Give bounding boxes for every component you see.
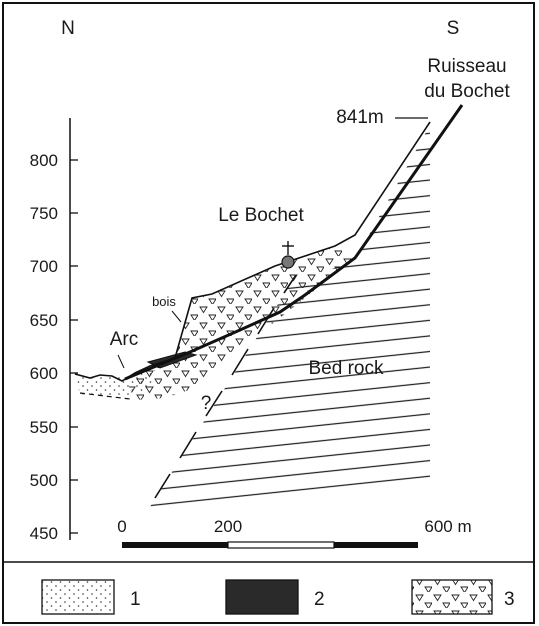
stream-label-line1: Ruisseau bbox=[427, 56, 506, 77]
tick-label-500: 500 bbox=[30, 471, 58, 490]
scale-bar-segment-3 bbox=[334, 542, 418, 548]
woods-label: bois bbox=[152, 294, 176, 309]
tick-label-800: 800 bbox=[30, 151, 58, 170]
tick-label-550: 550 bbox=[30, 418, 58, 437]
bedrock-label: Bed rock bbox=[309, 358, 384, 379]
tick-label-600: 600 bbox=[30, 364, 58, 383]
legend-number-3: 3 bbox=[504, 589, 515, 610]
scale-label-600m: 600 m bbox=[424, 517, 471, 536]
village-label: Le Bochet bbox=[218, 205, 304, 226]
stream-profile-line bbox=[124, 104, 464, 381]
unknown-contact-label: ? bbox=[201, 393, 212, 414]
legend-swatch-dark bbox=[225, 579, 299, 615]
stream-label-line2: du Bochet bbox=[424, 81, 510, 102]
north-label: N bbox=[61, 18, 75, 39]
scale-bar-segment-1 bbox=[122, 542, 228, 548]
elevation-ticks bbox=[70, 159, 78, 534]
tick-label-650: 650 bbox=[30, 311, 58, 330]
debris-zone bbox=[125, 246, 355, 400]
south-label: S bbox=[447, 18, 460, 39]
river-label: Arc bbox=[110, 329, 139, 350]
legend-swatch-triangles bbox=[411, 579, 493, 615]
bedrock-contact-dashed bbox=[154, 274, 297, 499]
summit-elevation-label: 841m bbox=[336, 107, 384, 128]
scale-label-200: 200 bbox=[214, 517, 242, 536]
village-marker-icon bbox=[281, 255, 295, 269]
tick-label-450: 450 bbox=[30, 524, 58, 543]
river-leader-line bbox=[117, 354, 125, 369]
scale-bar-segment-2 bbox=[227, 541, 335, 549]
legend-number-1: 1 bbox=[130, 589, 141, 610]
legend-swatch-dotted bbox=[41, 579, 115, 615]
scale-label-0: 0 bbox=[117, 517, 126, 536]
bedrock-zone bbox=[148, 125, 430, 510]
woods-leader-line bbox=[171, 310, 182, 323]
tick-label-750: 750 bbox=[30, 204, 58, 223]
legend-number-2: 2 bbox=[314, 589, 325, 610]
tick-label-700: 700 bbox=[30, 257, 58, 276]
